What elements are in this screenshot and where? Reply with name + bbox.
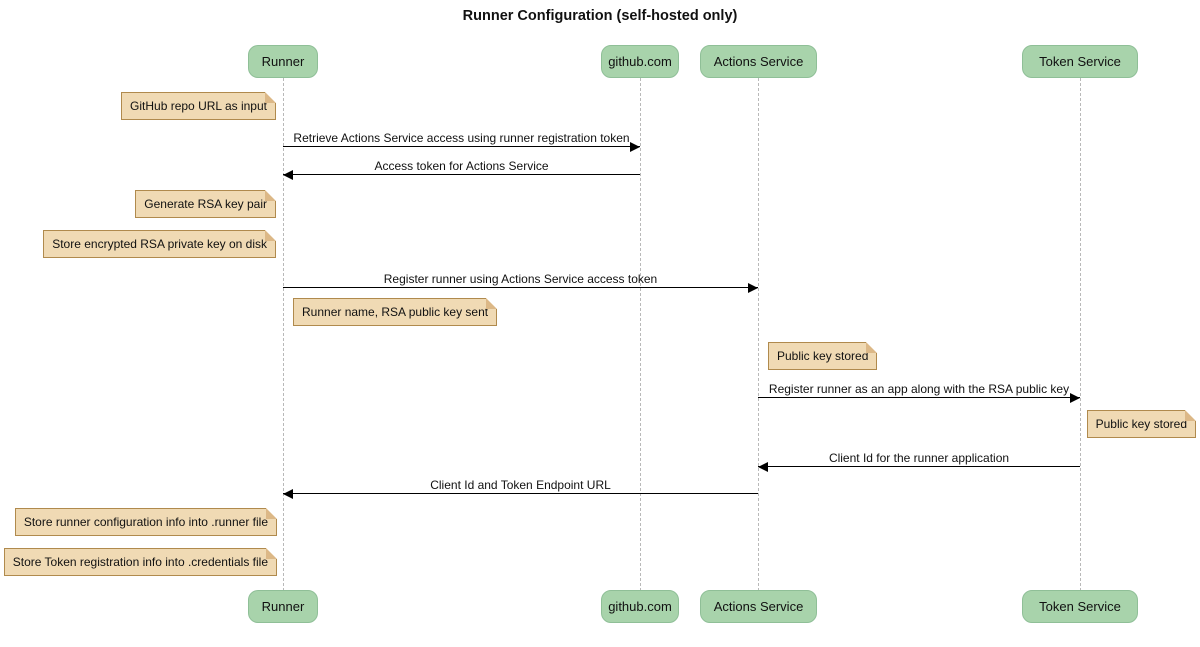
lifeline-actions-service (758, 78, 759, 591)
message-label: Client Id for the runner application (828, 451, 1010, 465)
message-label: Register runner as an app along with the… (768, 382, 1070, 396)
arrow-left-icon (283, 489, 758, 499)
message-client-id: Client Id for the runner application (758, 451, 1080, 472)
arrow-right-icon (283, 142, 640, 152)
lifeline-runner (283, 78, 284, 591)
note-generate-rsa: Generate RSA key pair (135, 190, 276, 218)
arrow-left-icon (283, 170, 640, 180)
message-client-id-endpoint: Client Id and Token Endpoint URL (283, 478, 758, 499)
message-retrieve-actions-access: Retrieve Actions Service access using ru… (283, 131, 640, 152)
arrow-right-icon (758, 393, 1080, 403)
note-store-credentials-file: Store Token registration info into .cred… (3, 548, 278, 576)
participant-actions-service-top: Actions Service (700, 45, 817, 78)
note-public-key-stored-actions: Public key stored (768, 342, 878, 370)
message-label: Register runner using Actions Service ac… (383, 272, 658, 286)
message-label: Access token for Actions Service (374, 159, 549, 173)
lifeline-token-service (1080, 78, 1081, 591)
message-register-app: Register runner as an app along with the… (758, 382, 1080, 403)
note-runner-name-sent: Runner name, RSA public key sent (293, 298, 498, 326)
participant-actions-service-bottom: Actions Service (700, 590, 817, 623)
arrow-right-icon (283, 283, 758, 293)
note-store-rsa-key: Store encrypted RSA private key on disk (43, 230, 276, 258)
arrow-left-icon (758, 462, 1080, 472)
participant-runner-top: Runner (248, 45, 318, 78)
note-store-runner-file: Store runner configuration info into .ru… (14, 508, 278, 536)
participant-github-top: github.com (601, 45, 679, 78)
participant-github-bottom: github.com (601, 590, 679, 623)
message-register-runner: Register runner using Actions Service ac… (283, 272, 758, 293)
lifeline-github (640, 78, 641, 591)
participant-token-service-bottom: Token Service (1022, 590, 1138, 623)
participant-runner-bottom: Runner (248, 590, 318, 623)
note-github-repo-url: GitHub repo URL as input (121, 92, 276, 120)
diagram-title: Runner Configuration (self-hosted only) (462, 8, 738, 24)
note-public-key-stored-token: Public key stored (1086, 410, 1197, 438)
message-label: Client Id and Token Endpoint URL (430, 478, 611, 492)
message-label: Retrieve Actions Service access using ru… (293, 131, 630, 145)
participant-token-service-top: Token Service (1022, 45, 1138, 78)
message-access-token: Access token for Actions Service (283, 159, 640, 180)
